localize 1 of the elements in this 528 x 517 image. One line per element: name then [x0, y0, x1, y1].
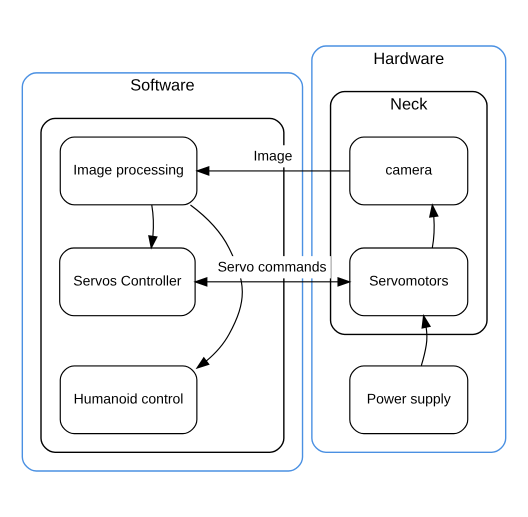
edge-label: Image — [253, 148, 292, 164]
